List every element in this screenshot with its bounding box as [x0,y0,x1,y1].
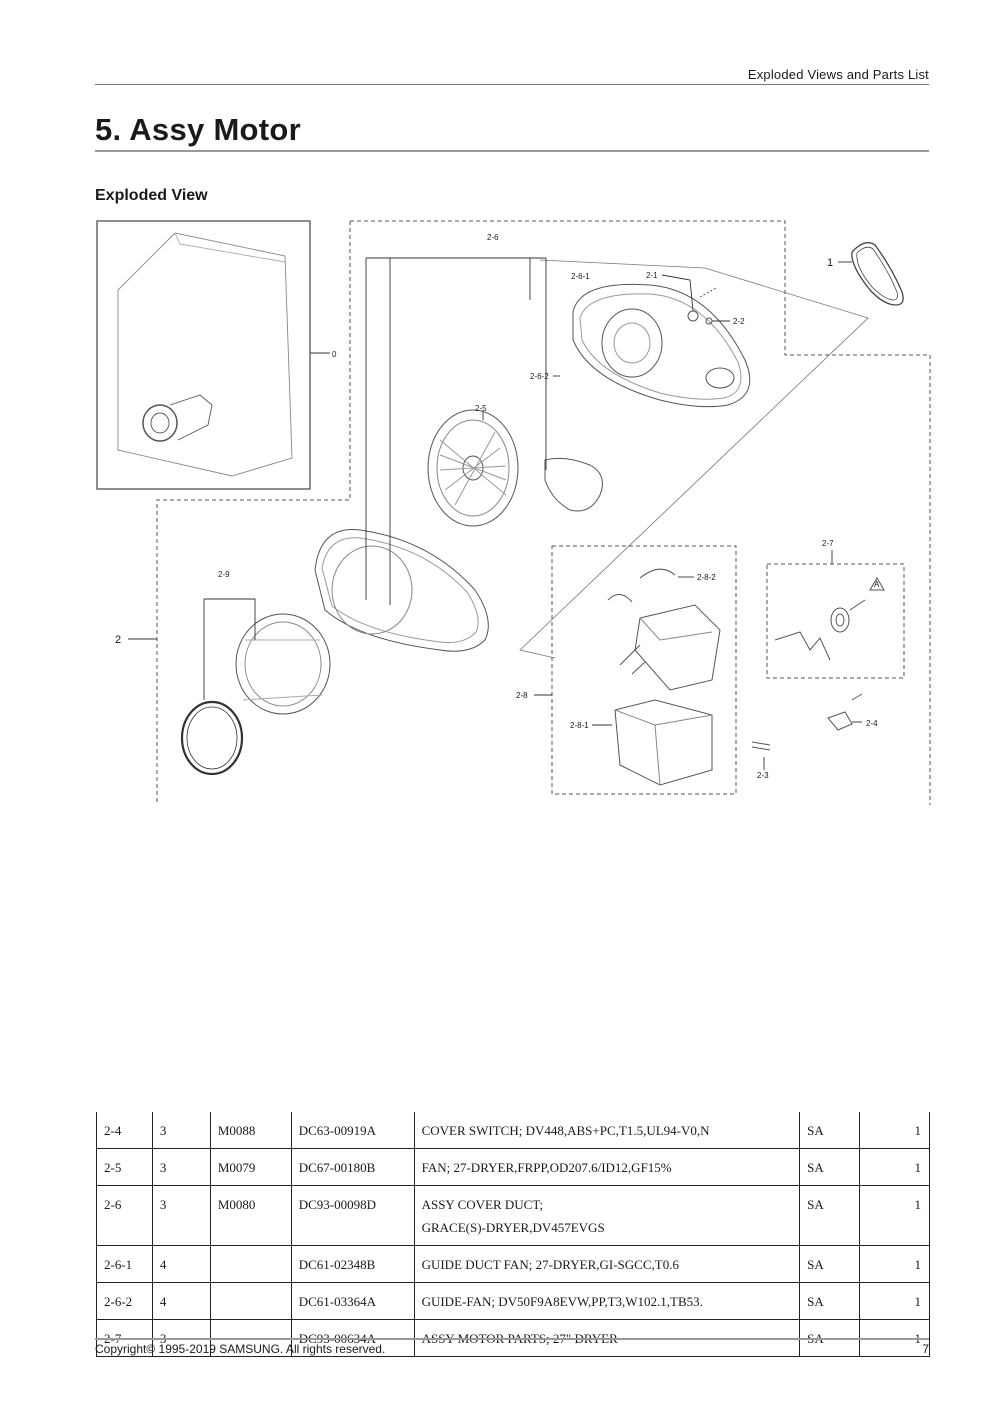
guide-fan-drawing [544,457,603,512]
part-description: FAN; 27-DRYER,FRPP,OD207.6/ID12,GF15% [413,1148,801,1186]
part-status: SA [799,1245,861,1283]
assembly-outline [350,220,931,805]
callout-2-6: 2-6 [487,233,499,242]
part-status: SA [799,1112,861,1149]
duct-housing-drawing [314,529,489,652]
leader-2-1 [661,274,694,312]
part-description: GUIDE-FAN; DV50F9A8EVW,PP,T3,W102.1,TB53… [413,1282,801,1320]
table-row: 2-6-1 4 DC61-02348B GUIDE DUCT FAN; 27-D… [96,1245,930,1283]
part-no: 2-6-2 [96,1282,153,1320]
callout-2: 2 [115,634,121,646]
motor-parts-drawing [774,577,885,661]
page-number: 7 [922,1342,929,1356]
part-no: 2-5 [96,1148,153,1186]
callout-2-8-1: 2-8-1 [570,721,589,730]
bracket-2-9 [203,598,256,700]
part-code: M0088 [209,1112,292,1149]
copyright-notice: Copyright© 1995-2019 SAMSUNG. All rights… [95,1342,386,1356]
duct-ring-drawing [235,613,331,715]
callout-2-5: 2-5 [475,404,487,413]
callout-2-9: 2-9 [218,570,230,579]
cover-duct-drawing [572,283,751,408]
callout-a: A [874,580,880,589]
part-status: SA [799,1185,861,1246]
assembly-outline-left [156,221,351,805]
section-heading: Exploded View [95,187,208,204]
part-qty: 1 [859,1148,930,1186]
bracket-2-6 [365,257,547,605]
part-qty: 1 [859,1282,930,1320]
overview-inset-box [96,220,311,490]
callout-2-4: 2-4 [866,719,878,728]
callout-2-6-2: 2-6-2 [530,372,549,381]
motor-parts-box [766,563,905,679]
part-number: DC63-00919A [290,1112,415,1149]
part-code [209,1282,292,1320]
motor-drawing [619,604,721,691]
belt-drawing [851,242,904,306]
table-row: 2-4 3 M0088 DC63-00919A COVER SWITCH; DV… [96,1112,930,1149]
part-number: DC61-02348B [290,1245,415,1283]
callout-2-6-1: 2-6-1 [571,272,590,281]
callout-2-1: 2-1 [646,271,658,280]
part-number: DC67-00180B [290,1148,415,1186]
part-qty: 1 [859,1112,930,1149]
duct-plane-outline [519,259,869,659]
table-row: 2-5 3 M0079 DC67-00180B FAN; 27-DRYER,FR… [96,1148,930,1186]
diagram-callouts: 2-6 2-6-1 2-1 2-2 1 2-6-2 2-5 2-9 2 2-7 … [115,233,880,780]
part-code [209,1245,292,1283]
switch-cover-drawing [827,693,863,731]
footer-divider [95,1338,929,1340]
part-description: ASSY COVER DUCT; GRACE(S)-DRYER,DV457EVG… [413,1185,801,1246]
part-level: 3 [151,1112,211,1149]
part-code: M0079 [209,1148,292,1186]
title-divider [95,150,929,152]
part-status: SA [799,1282,861,1320]
part-level: 4 [151,1245,211,1283]
motor-clip-drawing [607,568,676,603]
part-no: 2-4 [96,1112,153,1149]
overview-dryer-sketch [117,232,293,477]
page-title: 5. Assy Motor [95,112,302,147]
table-row: 2-6-2 4 DC61-03364A GUIDE-FAN; DV50F9A8E… [96,1282,930,1320]
part-qty: 1 [859,1185,930,1246]
parts-table: 2-4 3 M0088 DC63-00919A COVER SWITCH; DV… [96,1112,930,1357]
part-no: 2-6-1 [96,1245,153,1283]
part-description: GUIDE DUCT FAN; 27-DRYER,GI-SGCC,T0.6 [413,1245,801,1283]
running-header: Exploded Views and Parts List [747,67,929,82]
part-qty: 1 [859,1245,930,1283]
callout-2-8-2: 2-8-2 [697,573,716,582]
callout-2-8: 2-8 [516,691,528,700]
part-no: 2-6 [96,1185,153,1246]
callout-2-2: 2-2 [733,317,745,326]
callout-2-7: 2-7 [822,539,834,548]
motor-group-box [551,545,737,795]
exploded-view-diagram: 0 [96,220,931,805]
part-number: DC61-03364A [290,1282,415,1320]
part-level: 3 [151,1185,211,1246]
callout-1: 1 [827,257,833,269]
part-status: SA [799,1148,861,1186]
part-description: COVER SWITCH; DV448,ABS+PC,T1.5,UL94-V0,… [413,1112,801,1149]
motor-bracket-drawing [614,699,713,786]
header-divider [95,84,929,85]
part-level: 3 [151,1148,211,1186]
part-code: M0080 [209,1185,292,1246]
spring-drawing [751,741,771,751]
part-number: DC93-00098D [290,1185,415,1246]
blower-fan-drawing [427,409,519,527]
part-level: 4 [151,1282,211,1320]
gasket-drawing [180,700,244,776]
svg-text:0: 0 [332,350,337,359]
callout-2-3: 2-3 [757,771,769,780]
table-row: 2-6 3 M0080 DC93-00098D ASSY COVER DUCT;… [96,1185,930,1246]
